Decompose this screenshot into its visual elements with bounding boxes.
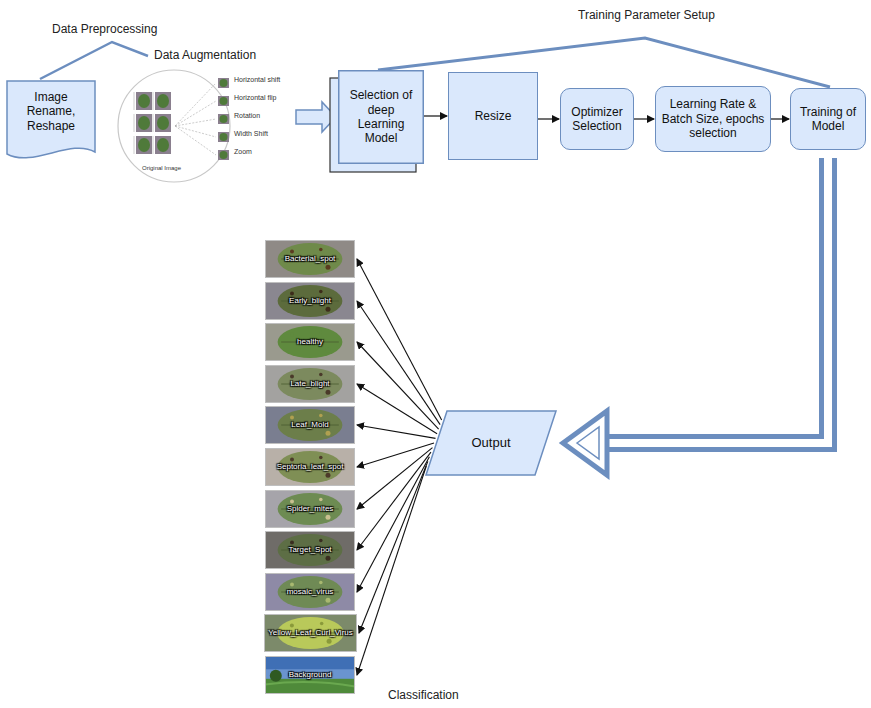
class-label: Yellow_Leaf_Curl_Virus	[268, 628, 353, 638]
output-parallelogram: Output	[425, 410, 557, 476]
class-arrow	[357, 452, 431, 550]
augmentation-label: Rotation	[234, 112, 260, 119]
augmentation-label: Zoom	[234, 148, 252, 155]
leaf-image: Background	[265, 656, 355, 694]
augmentation-label: Horizontal flip	[234, 94, 276, 101]
box-label: Learning Rate & Batch Size, epochs selec…	[660, 97, 766, 140]
figure-heading: Data Augmentation	[154, 48, 256, 62]
bracket-line	[40, 42, 148, 79]
leaf-image: Early_blight	[265, 282, 355, 320]
leaf-image: mosaic_virus	[265, 573, 355, 611]
class-label: Background	[289, 670, 332, 680]
box-label: Training of Model	[795, 105, 861, 134]
flow-arrow	[771, 119, 789, 120]
class-label: Leaf_Mold	[291, 420, 328, 430]
bracket-line	[378, 38, 830, 87]
class-arrow	[357, 384, 437, 434]
class-label: Late_blight	[290, 379, 329, 389]
leaf-image: Leaf_Mold	[265, 406, 355, 444]
leaf-image: Target_Spot	[265, 531, 355, 569]
class-label: Early_blight	[289, 296, 331, 306]
leaf-image: healthy	[265, 323, 355, 361]
box-label: Optimizer Selection	[565, 105, 629, 134]
annotation-label: Data Preprocessing	[52, 22, 157, 36]
process-box: Resize	[448, 72, 538, 160]
box-label: Image Rename, Reshape	[12, 90, 90, 133]
flow-arrow	[563, 158, 828, 475]
leaf-image: Spider_mites	[265, 490, 355, 528]
leaf-image: Bacterial_spot	[265, 240, 355, 278]
annotation-label: Training Parameter Setup	[578, 8, 715, 22]
leaf-image: Late_blight	[265, 365, 355, 403]
box-label: Selection of deep Learning Model	[343, 88, 419, 146]
annotation-label: Classification	[388, 688, 459, 702]
flow-arrow	[634, 119, 654, 120]
image-caption: Original Image	[142, 165, 181, 171]
leaf-image: Septoria_leaf_spot	[265, 448, 355, 486]
leaf-image: Yellow_Leaf_Curl_Virus	[264, 614, 357, 652]
class-label: Target_Spot	[288, 545, 331, 555]
augmentation-label: Horizontal shift	[234, 76, 280, 83]
augmentation-figure: Data AugmentationHorizontal shiftHorizon…	[112, 48, 292, 186]
document-shape: Image Rename, Reshape	[6, 80, 96, 164]
class-label: Septoria_leaf_spot	[277, 462, 344, 472]
augmentation-label: Width Shift	[234, 130, 268, 137]
class-arrow	[359, 461, 428, 633]
process-box: Learning Rate & Batch Size, epochs selec…	[655, 86, 771, 152]
class-arrow	[357, 342, 439, 429]
box-label: Output	[449, 435, 533, 451]
class-label: mosaic_virus	[287, 587, 334, 597]
flow-arrow	[538, 119, 559, 120]
flow-arrow	[424, 116, 447, 117]
class-label: Bacterial_spot	[285, 254, 336, 264]
class-arrow	[357, 425, 436, 438]
class-arrow	[357, 457, 429, 592]
class-arrow	[357, 466, 426, 675]
augmentation-illustration	[112, 48, 292, 186]
class-label: Spider_mites	[287, 504, 334, 514]
class-arrow	[357, 301, 440, 425]
process-box: Selection of deep Learning Model	[338, 70, 424, 164]
process-box: Training of Model	[790, 88, 866, 150]
class-label: healthy	[297, 337, 323, 347]
class-arrow	[357, 259, 442, 420]
process-box: Optimizer Selection	[560, 88, 634, 150]
box-label: Resize	[453, 109, 533, 123]
